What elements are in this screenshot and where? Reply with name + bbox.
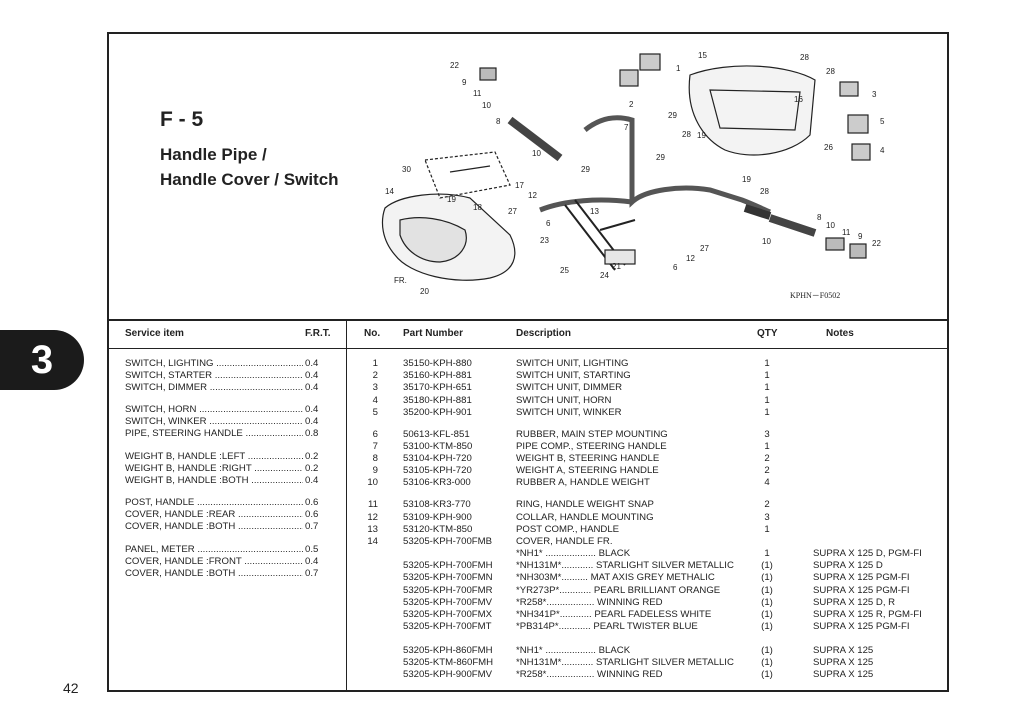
svg-text:23: 23 [540,236,549,245]
section-title-line2: Handle Cover / Switch [160,170,339,189]
service-item-row: WEIGHT B, HANDLE :BOTH .................… [125,475,319,486]
svg-text:28: 28 [760,187,769,196]
service-item-row: PIPE, STEERING HANDLE ..................… [125,428,319,439]
svg-text:29: 29 [668,111,677,120]
parts-diagram: 22 9 11 10 8 10 30 14 19 18 17 27 12 6 1… [381,51,885,296]
header-no: No. [364,328,381,339]
service-item-row: SWITCH, DIMMER .........................… [125,382,319,393]
service-item-row: COVER, HANDLE :FRONT ...................… [125,556,319,567]
service-item-row: COVER, HANDLE :BOTH ....................… [125,521,319,532]
svg-text:11: 11 [473,89,482,98]
svg-text:24: 24 [600,271,609,280]
svg-text:9: 9 [462,78,467,87]
svg-text:27: 27 [700,244,709,253]
svg-text:10: 10 [532,149,541,158]
service-item-row: WEIGHT B, HANDLE :LEFT .................… [125,451,319,462]
chapter-number: 3 [30,338,54,382]
svg-text:26: 26 [824,143,833,152]
svg-text:19: 19 [742,175,751,184]
svg-text:28: 28 [826,67,835,76]
svg-text:19: 19 [697,131,706,140]
svg-text:16: 16 [794,95,803,104]
service-item-row: POST, HANDLE ...........................… [125,497,319,508]
svg-text:5: 5 [880,117,885,126]
service-item-row: WEIGHT B, HANDLE :RIGHT ................… [125,463,319,474]
diagram-code: KPHN－F0502 [790,291,841,300]
header-description: Description [516,328,572,339]
svg-text:3: 3 [872,90,877,99]
header-qty: QTY [757,328,778,339]
svg-text:10: 10 [826,221,835,230]
service-item-row: SWITCH, HORN ...........................… [125,404,319,415]
svg-text:10: 10 [482,101,491,110]
svg-text:8: 8 [496,117,501,126]
service-item-row: COVER, HANDLE :BOTH ....................… [125,568,319,579]
callout-22: 22 [450,61,459,70]
svg-text:4: 4 [880,146,885,155]
svg-text:29: 29 [656,153,665,162]
svg-text:21: 21 [612,262,621,271]
svg-text:15: 15 [698,51,707,60]
service-item-row: COVER, HANDLE :REAR ....................… [125,509,319,520]
svg-text:13: 13 [590,207,599,216]
svg-text:12: 12 [528,191,537,200]
section-title-line1: Handle Pipe / [160,145,267,164]
svg-text:22: 22 [872,239,881,248]
svg-text:30: 30 [402,165,411,174]
svg-text:8: 8 [817,213,822,222]
page-number: 42 [63,680,79,696]
rear-cover-shape [688,65,816,156]
svg-text:6: 6 [673,263,678,272]
diagram-divider [109,319,947,321]
svg-text:6: 6 [546,219,551,228]
service-item-row: SWITCH, LIGHTING .......................… [125,358,319,369]
header-part-number: Part Number [403,328,464,339]
svg-text:10: 10 [762,237,771,246]
section-code: F - 5 [160,108,204,131]
svg-text:FR.: FR. [394,276,407,285]
svg-text:2: 2 [629,100,634,109]
steering-pipe-shape [583,115,771,215]
chapter-tab: 3 [0,330,84,390]
header-notes: Notes [826,328,854,339]
header-service-item: Service item [125,328,184,339]
header-frt: F.R.T. [305,328,331,339]
svg-text:12: 12 [686,254,695,263]
svg-text:29: 29 [581,165,590,174]
column-divider [346,319,347,690]
header-divider [109,348,947,349]
page-frame [107,32,949,692]
svg-text:28: 28 [800,53,809,62]
svg-text:9: 9 [858,232,863,241]
svg-text:17: 17 [515,181,524,190]
svg-text:19: 19 [447,195,456,204]
service-item-row: PANEL, METER ...........................… [125,544,319,555]
service-item-row: SWITCH, WINKER .........................… [125,416,319,427]
section-title: Handle Pipe / Handle Cover / Switch [160,142,339,192]
svg-text:18: 18 [473,203,482,212]
svg-text:11: 11 [842,228,851,237]
svg-text:27: 27 [508,207,517,216]
svg-text:14: 14 [385,187,394,196]
svg-text:25: 25 [560,266,569,275]
service-item-row: SWITCH, STARTER ........................… [125,370,319,381]
svg-text:7: 7 [624,123,629,132]
svg-text:20: 20 [420,287,429,296]
svg-text:1: 1 [676,64,681,73]
svg-text:28: 28 [682,130,691,139]
